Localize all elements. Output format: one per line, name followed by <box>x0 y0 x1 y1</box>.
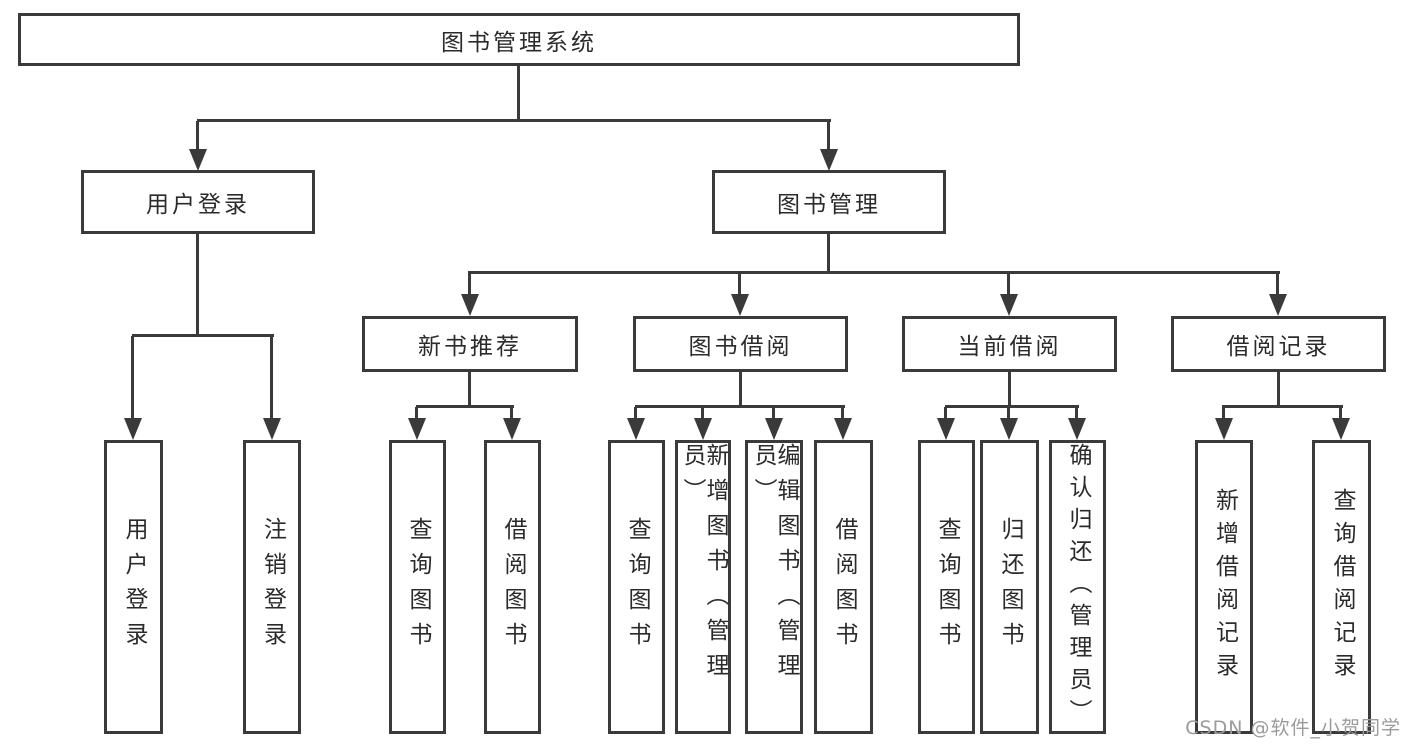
connector-arrow <box>124 336 142 440</box>
connector-line <box>196 234 199 335</box>
leaf-current-query: 查询图书 <box>918 440 975 734</box>
connector-arrow <box>694 407 712 440</box>
connector-line <box>416 405 514 408</box>
leaf-newbooks-borrow: 借阅图书 <box>484 440 541 734</box>
leaf-records-add-label: 新增借阅记录 <box>1211 488 1238 686</box>
leaf-newbooks-query: 查询图书 <box>389 440 446 734</box>
connector-line <box>1277 372 1280 406</box>
connector-line <box>739 372 742 406</box>
connector-arrow <box>834 407 852 440</box>
leaf-records-query: 查询借阅记录 <box>1312 440 1371 734</box>
leaf-records-add: 新增借阅记录 <box>1195 440 1253 734</box>
leaf-borrowing-query-label: 查询图书 <box>624 517 650 657</box>
connector-line <box>945 405 1079 408</box>
connector-arrow <box>461 273 479 316</box>
leaf-newbooks-query-label: 查询图书 <box>405 517 431 657</box>
connector-arrow <box>189 121 207 171</box>
leaf-user-login: 用户登录 <box>104 440 163 734</box>
node-new-books: 新书推荐 <box>362 316 578 372</box>
connector-arrow <box>1215 407 1233 440</box>
node-user-login: 用户登录 <box>81 170 315 234</box>
connector-line <box>468 271 1280 274</box>
node-current-borrow-label: 当前借阅 <box>957 334 1062 360</box>
leaf-borrowing-edit-label: 编辑图书（管理员） <box>750 443 799 688</box>
node-user-login-label: 用户登录 <box>146 192 250 218</box>
connector-arrow <box>627 407 645 440</box>
connector-line <box>197 119 831 122</box>
leaf-borrowing-borrow: 借阅图书 <box>814 440 873 734</box>
connector-arrow <box>1332 407 1350 440</box>
connector-arrow <box>1269 273 1287 316</box>
leaf-logout-label: 注销登录 <box>259 517 286 657</box>
connector-line <box>517 66 520 119</box>
leaf-user-login-label: 用户登录 <box>121 517 147 657</box>
connector-arrow <box>408 407 426 440</box>
connector-arrow <box>731 273 749 316</box>
connector-line <box>132 334 274 337</box>
connector-arrow <box>765 407 783 440</box>
leaf-current-confirm: 确认归还（管理员） <box>1049 440 1106 734</box>
leaf-current-return: 归还图书 <box>980 440 1039 734</box>
connector-line <box>635 405 845 408</box>
leaf-borrowing-add-label: 新增图书（管理员） <box>679 443 728 688</box>
leaf-borrowing-add: 新增图书（管理员） <box>675 440 731 734</box>
leaf-borrowing-edit: 编辑图书（管理员） <box>745 440 803 734</box>
leaf-records-query-label: 查询借阅记录 <box>1329 488 1355 686</box>
leaf-current-confirm-label: 确认归还（管理员） <box>1065 443 1091 731</box>
leaf-borrowing-borrow-label: 借阅图书 <box>831 517 857 657</box>
leaf-logout: 注销登录 <box>243 440 301 734</box>
connector-line <box>1008 372 1011 406</box>
connector-arrow <box>820 121 838 171</box>
node-root-label: 图书管理系统 <box>441 29 597 56</box>
connector-line <box>827 234 830 272</box>
node-borrowing-label: 图书借阅 <box>688 334 793 360</box>
connector-arrow <box>1000 273 1018 316</box>
node-borrow-records-label: 借阅记录 <box>1226 334 1331 360</box>
node-current-borrow: 当前借阅 <box>902 316 1117 372</box>
node-new-books-label: 新书推荐 <box>418 334 522 360</box>
connector-arrow <box>937 407 955 440</box>
leaf-current-return-label: 归还图书 <box>997 517 1023 657</box>
node-borrow-records: 借阅记录 <box>1171 316 1386 372</box>
leaf-newbooks-borrow-label: 借阅图书 <box>500 517 526 657</box>
connector-line <box>1222 405 1343 408</box>
connector-arrow <box>503 407 521 440</box>
node-borrowing: 图书借阅 <box>633 316 848 372</box>
connector-arrow <box>263 336 281 440</box>
leaf-current-query-label: 查询图书 <box>934 517 960 657</box>
connector-arrow <box>1000 407 1018 440</box>
connector-line <box>468 372 471 406</box>
leaf-borrowing-query: 查询图书 <box>608 440 665 734</box>
connector-arrow <box>1068 407 1086 440</box>
node-root: 图书管理系统 <box>18 13 1020 66</box>
watermark: CSDN @软件_小贺同学 <box>1185 717 1401 739</box>
node-book-mgmt-label: 图书管理 <box>777 192 881 218</box>
node-book-mgmt: 图书管理 <box>712 170 946 234</box>
